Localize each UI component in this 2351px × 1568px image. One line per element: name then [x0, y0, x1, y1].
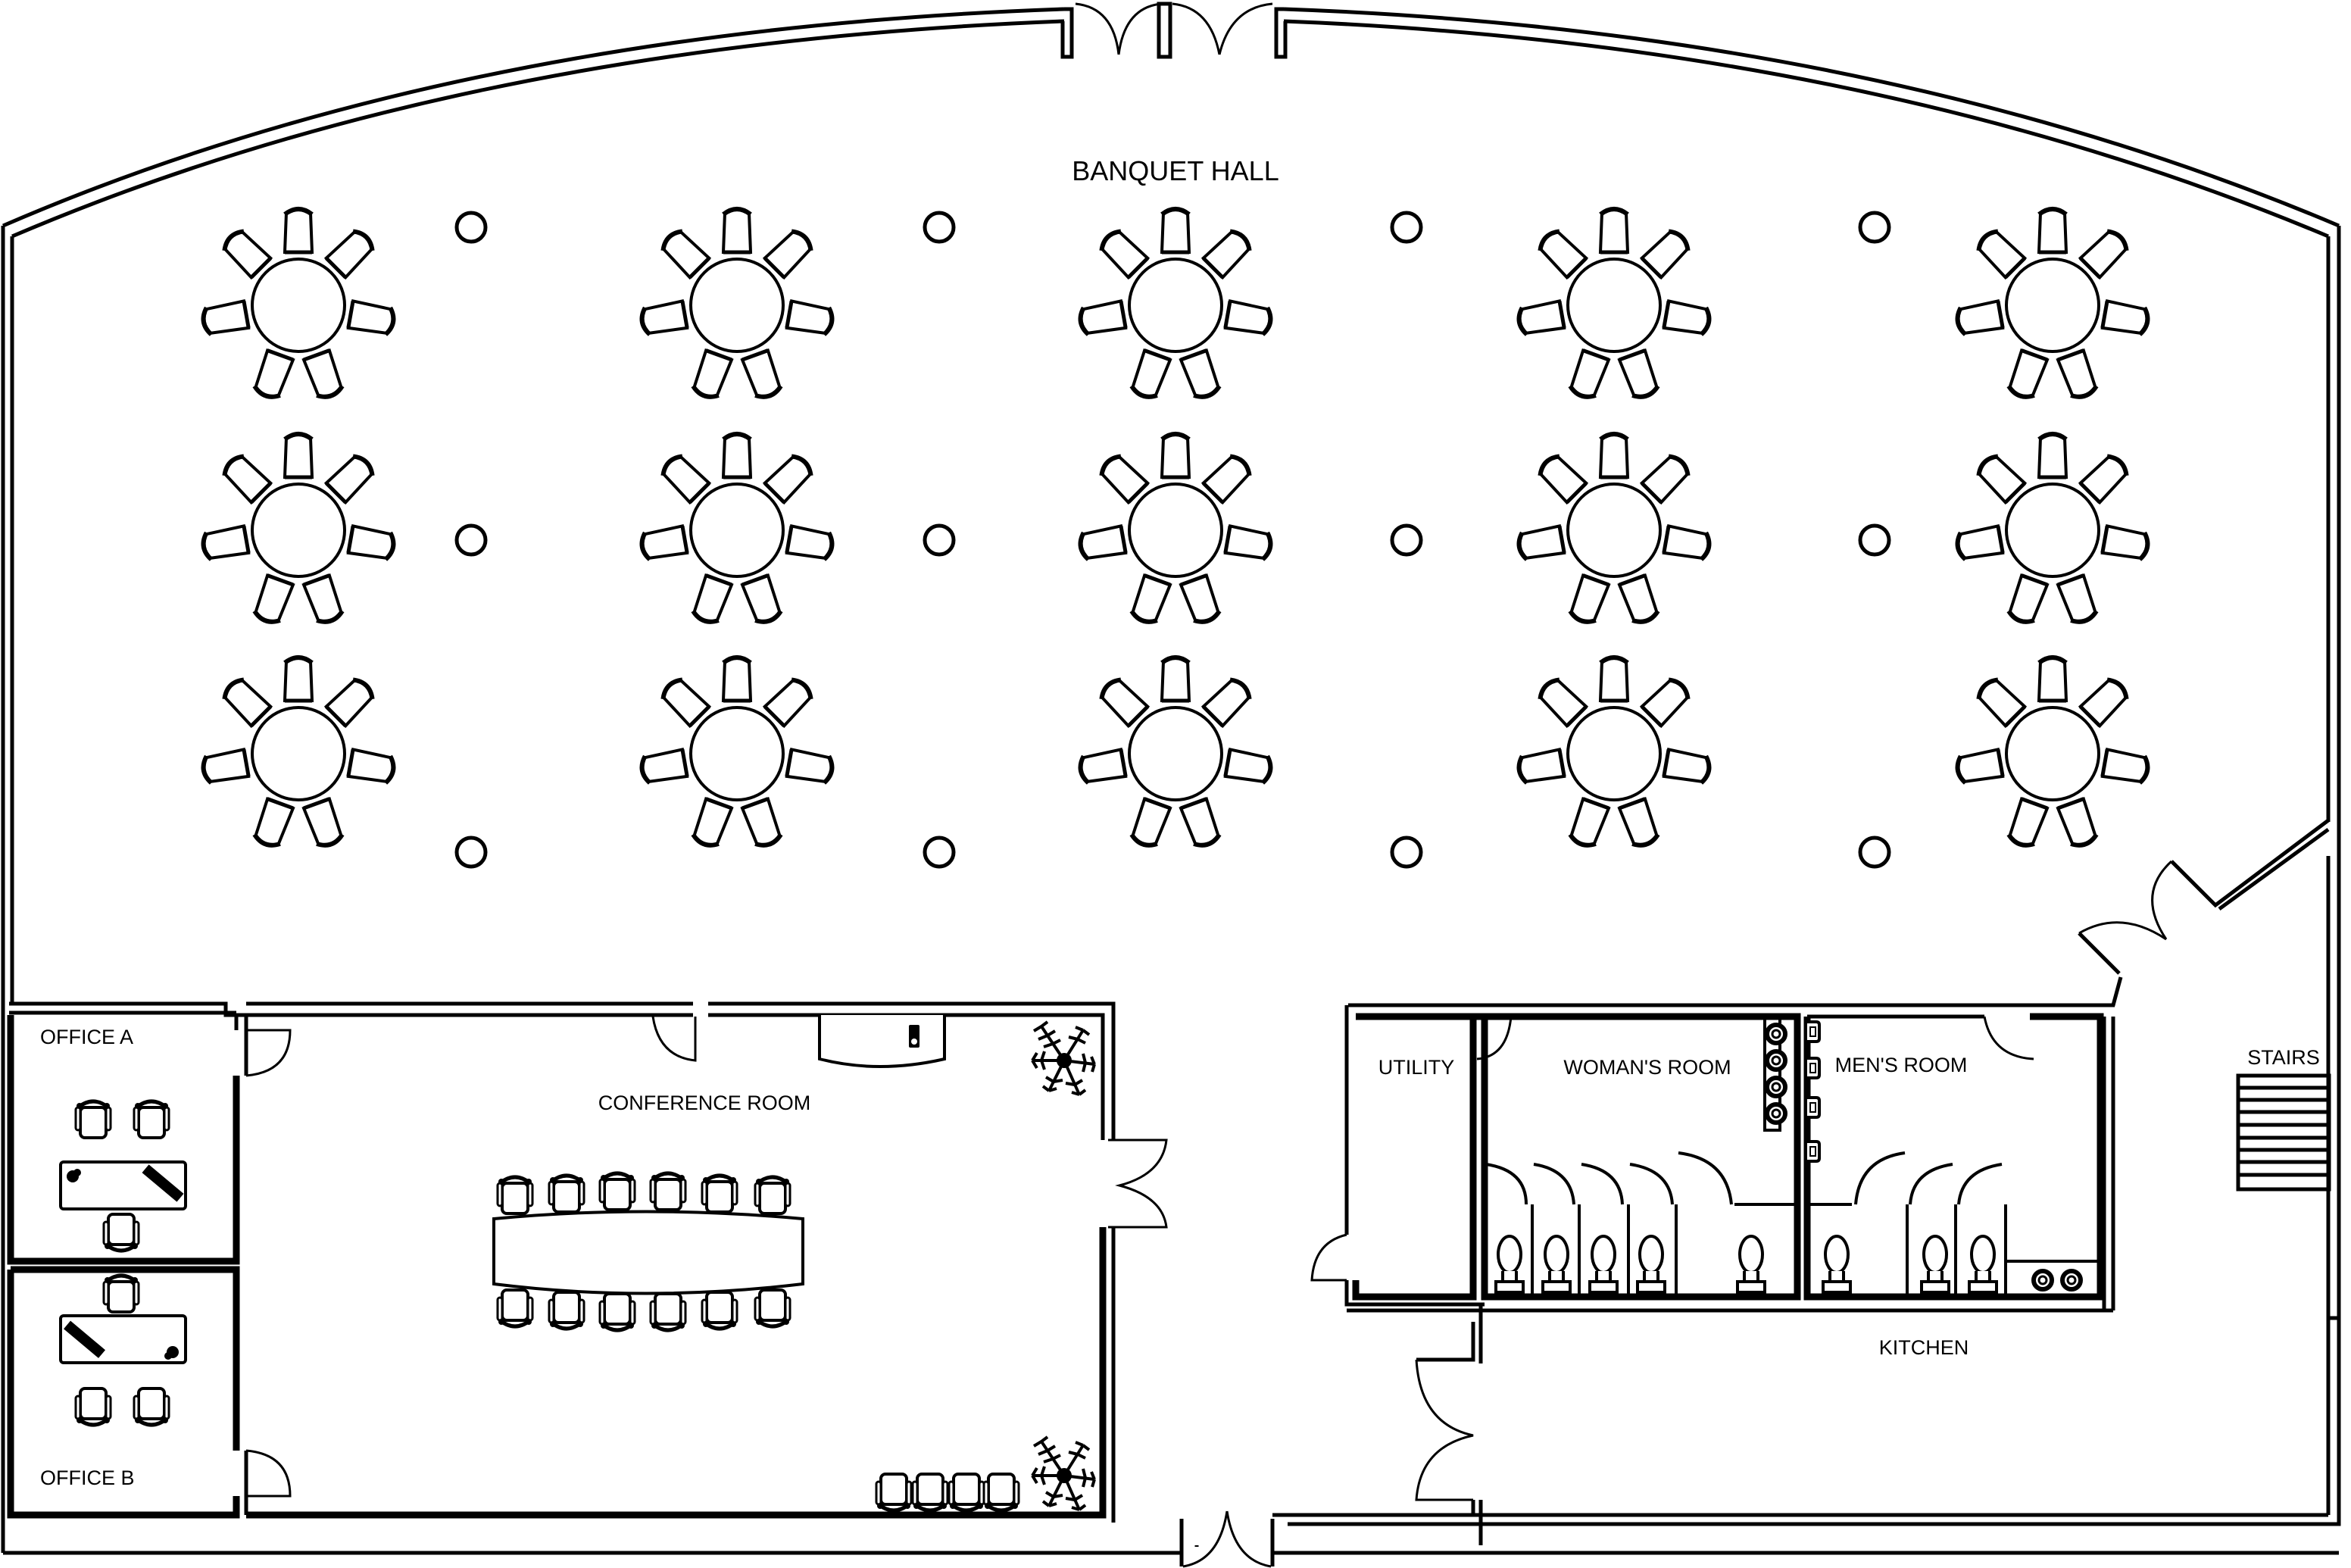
chair-icon [104, 1214, 139, 1251]
sink-icon [2034, 1271, 2081, 1289]
plant-icon [1031, 1020, 1096, 1096]
womens-room: WOMAN'S ROOM [1438, 1013, 1801, 1301]
utility: UTILITY [1310, 1005, 1485, 1307]
credenza [818, 1015, 946, 1068]
exterior-walls [1, 7, 2341, 1555]
utility-label: UTILITY [1378, 1056, 1455, 1079]
sink-icon [1767, 1025, 1785, 1123]
banquet-hall-label: BANQUET HALL [1072, 155, 1279, 186]
chair-icon [104, 1276, 139, 1312]
office-b: OFFICE B [7, 1266, 292, 1519]
conference-table[interactable] [492, 1210, 804, 1295]
desk-icon [59, 1314, 187, 1364]
toilet-icon [1494, 1235, 1766, 1294]
womens-room-label: WOMAN'S ROOM [1563, 1056, 1731, 1079]
side-entrance[interactable] [1348, 819, 2330, 1310]
office-a-label: OFFICE A [40, 1026, 133, 1048]
conference-room: CONFERENCE ROOM [244, 1001, 1168, 1523]
mens-room-label: MEN'S ROOM [1835, 1054, 1968, 1076]
chair-icon [76, 1101, 111, 1138]
chair-icon [134, 1101, 169, 1138]
rear-entrance-doors[interactable] [1179, 1510, 1275, 1568]
stairs-label: STAIRS [2247, 1046, 2320, 1069]
plant-icon [1031, 1435, 1096, 1511]
banquet-hall: BANQUET HALL [201, 155, 2150, 869]
main-entrance-doors[interactable] [1060, 2, 1288, 59]
toilet-icon [1822, 1235, 1998, 1294]
stairs[interactable]: STAIRS [2236, 1046, 2331, 1192]
desk-icon [59, 1160, 187, 1210]
mens-room: MEN'S ROOM [1803, 1013, 2104, 1301]
chair-icon [76, 1388, 111, 1425]
office-a: OFFICE A [7, 1001, 292, 1265]
conference-room-label: CONFERENCE ROOM [598, 1092, 811, 1114]
stairs-icon [2236, 1073, 2331, 1192]
round-table-icon[interactable] [201, 209, 2150, 848]
office-b-label: OFFICE B [40, 1466, 135, 1489]
pillar-icon [454, 211, 1891, 869]
chair-icon [134, 1388, 169, 1425]
kitchen: KITCHEN [1288, 1304, 2341, 1545]
kitchen-label: KITCHEN [1879, 1336, 1969, 1359]
